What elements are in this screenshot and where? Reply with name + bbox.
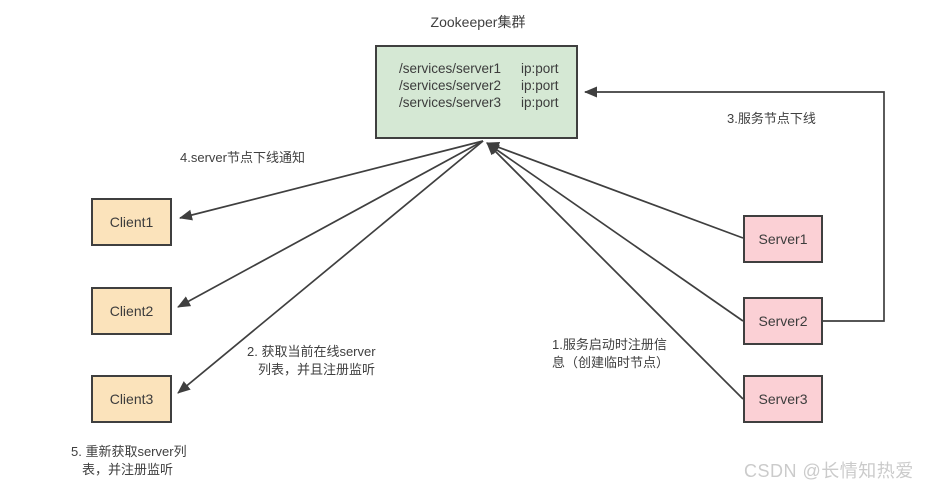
client1-node: Client1 — [91, 198, 172, 246]
arrow-server1-to-zookeeper — [486, 142, 744, 239]
znode-row: /services/server1 ip:port — [399, 60, 559, 77]
znode-path: /services/server1 — [399, 61, 502, 76]
znode-path: /services/server3 — [399, 95, 502, 110]
annotation-step1-line2: 息（创建临时节点） — [552, 355, 670, 370]
client3-label: Client3 — [109, 391, 154, 407]
client1-label: Client1 — [109, 214, 154, 230]
diagram-title: Zookeeper集群 — [430, 14, 526, 30]
annotation-step2: 2. 获取当前在线server 列表，并且注册监听 — [247, 343, 376, 379]
server2-label: Server2 — [758, 313, 808, 329]
server1-node: Server1 — [743, 215, 823, 263]
znode-path: /services/server2 — [399, 78, 502, 93]
zookeeper-cluster-node: /services/server1 ip:port /services/serv… — [375, 45, 578, 139]
znode-row: /services/server2 ip:port — [399, 77, 559, 94]
csdn-watermark: CSDN @长情知热爱 — [744, 461, 914, 481]
annotation-step5-line1: 5. 重新获取server列 — [71, 444, 187, 459]
client3-node: Client3 — [91, 375, 172, 423]
server1-label: Server1 — [758, 231, 808, 247]
annotation-step1-line1: 1.服务启动时注册信 — [552, 337, 667, 352]
znode-row: /services/server3 ip:port — [399, 94, 559, 111]
annotation-step4: 4.server节点下线通知 — [180, 150, 305, 165]
znode-address: ip:port — [521, 61, 559, 76]
server3-label: Server3 — [758, 391, 808, 407]
annotation-step5-line2: 表，并注册监听 — [82, 462, 174, 477]
annotation-step3: 3.服务节点下线 — [727, 111, 816, 126]
annotation-step2-line2: 列表，并且注册监听 — [258, 362, 376, 377]
znode-address: ip:port — [521, 78, 559, 93]
annotation-step2-line1: 2. 获取当前在线server — [247, 344, 376, 359]
znode-address: ip:port — [521, 95, 559, 110]
server3-node: Server3 — [743, 375, 823, 423]
annotation-step5: 5. 重新获取server列 表，并注册监听 — [71, 443, 187, 479]
client2-label: Client2 — [109, 303, 154, 319]
client2-node: Client2 — [91, 287, 172, 335]
arrow-server2-to-zookeeper — [486, 142, 744, 322]
annotation-step1: 1.服务启动时注册信 息（创建临时节点） — [552, 336, 669, 372]
server2-node: Server2 — [743, 297, 823, 345]
